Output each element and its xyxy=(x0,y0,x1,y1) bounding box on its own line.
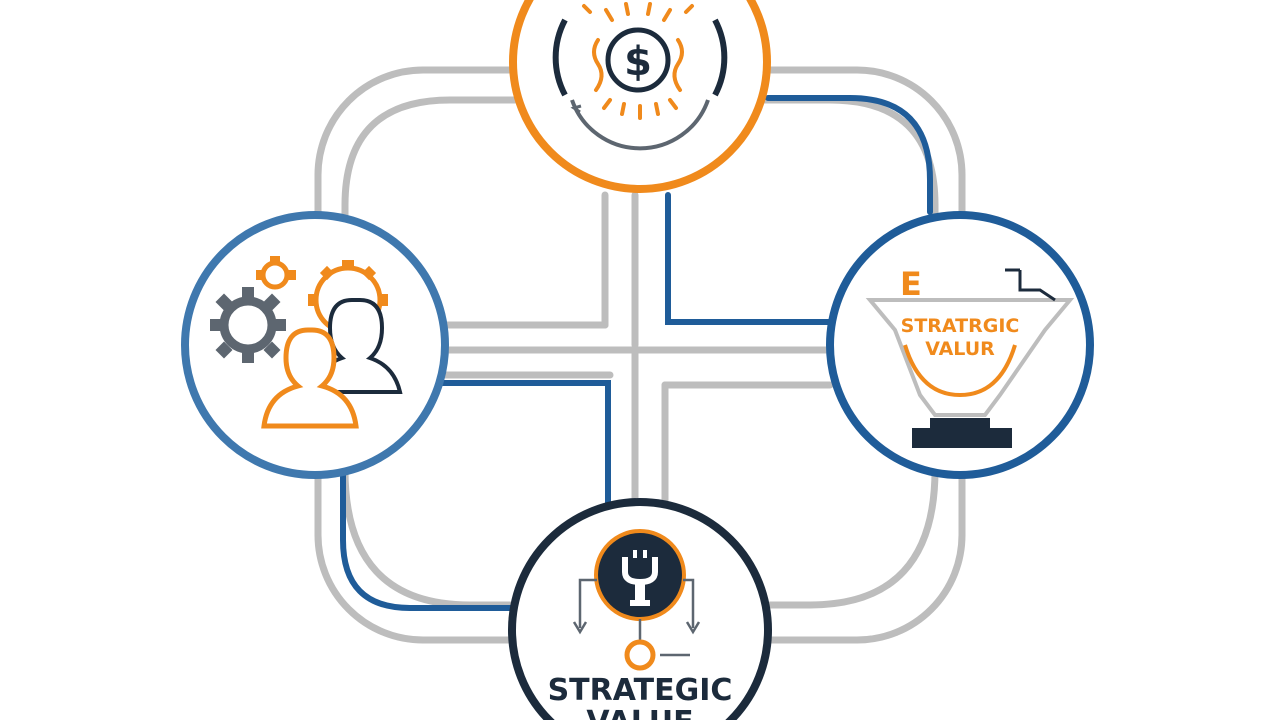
inner-gray-loop-left xyxy=(341,96,519,474)
key-tool-icon xyxy=(572,529,701,671)
blue-track-center-right xyxy=(665,192,835,325)
center-cross xyxy=(441,191,834,509)
right-node-ring xyxy=(826,211,1094,479)
trophy-funnel-icon xyxy=(865,268,1075,448)
blue-track-left-center xyxy=(437,380,611,508)
blue-track-left-bottom xyxy=(340,467,515,611)
top-node-ring xyxy=(509,0,771,193)
bottom-node-label-line1: STRATEGIC xyxy=(548,673,733,708)
top-node: $ xyxy=(509,0,771,193)
inner-gray-loop-bottom-left xyxy=(341,466,514,609)
right-node-corner-text: E xyxy=(900,265,922,303)
dollar-coin-icon: $ xyxy=(552,2,728,151)
left-node xyxy=(181,211,449,479)
gears-people-icon xyxy=(210,256,403,429)
bottom-node: STRATEGIC VALUE xyxy=(508,498,772,725)
svg-text:$: $ xyxy=(624,39,652,85)
inner-gray-loop-bottom-right xyxy=(766,466,939,609)
right-node-label-line1: STRATRGIC xyxy=(901,315,1020,337)
bottom-node-label-line2: VALUE xyxy=(586,705,693,720)
right-node: E STRATRGIC VALUR xyxy=(826,211,1094,479)
blue-track-top-right xyxy=(765,95,933,215)
right-node-label-line2: VALUR xyxy=(925,338,995,360)
